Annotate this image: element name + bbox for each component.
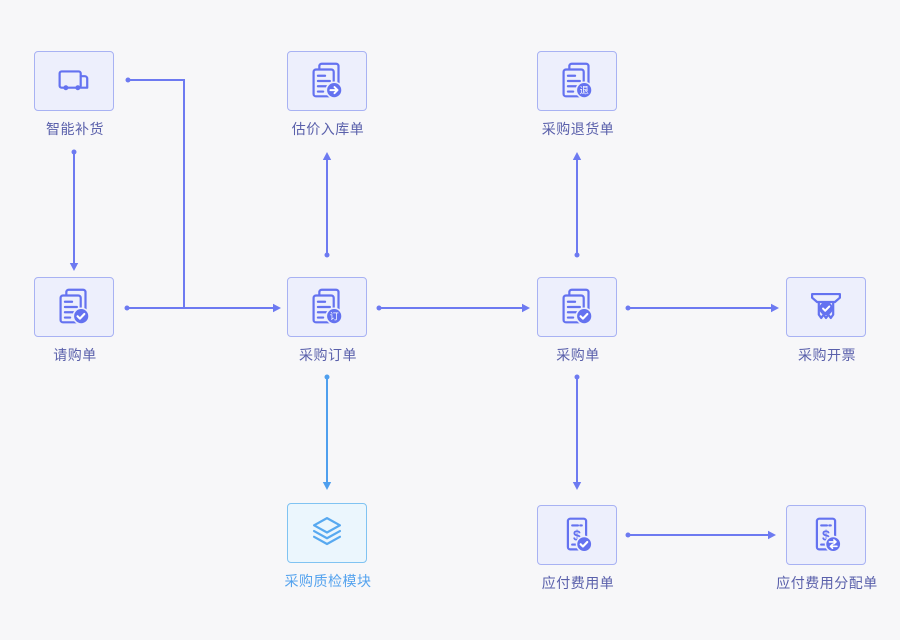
layers-icon bbox=[312, 517, 342, 546]
truck-icon bbox=[58, 70, 89, 91]
purchase-return-card[interactable]: 退 bbox=[537, 51, 617, 111]
node-label: 采购单 bbox=[556, 347, 600, 363]
node-label: 应付费用单 bbox=[541, 575, 615, 591]
node-label: 采购退货单 bbox=[541, 121, 615, 137]
edge-purchase-to-payable bbox=[572, 374, 582, 490]
purchase-order-card[interactable]: 订 bbox=[287, 277, 367, 337]
edge-purchase-to-invoicing bbox=[625, 303, 779, 313]
document-arrow-icon bbox=[312, 62, 343, 99]
invoice-ribbon-icon bbox=[811, 292, 841, 320]
document-return-icon: 退 bbox=[562, 62, 593, 99]
node-label: 估价入库单 bbox=[291, 121, 365, 137]
node-label: 采购开票 bbox=[798, 347, 856, 363]
check-badge-glyph bbox=[76, 312, 86, 320]
document-check-icon bbox=[562, 288, 593, 325]
check-badge-glyph bbox=[822, 305, 831, 312]
edge-purchase-to-return bbox=[572, 152, 582, 258]
bill-transfer-icon: $ bbox=[815, 517, 842, 553]
transfer-badge-glyph bbox=[828, 539, 838, 550]
bill-check-icon: $ bbox=[566, 517, 593, 553]
node-label: 采购质检模块 bbox=[284, 573, 372, 589]
dollar-glyph: $ bbox=[573, 528, 581, 544]
smart-replenishment-card[interactable] bbox=[34, 51, 114, 111]
node-purchase-request: 请购单 bbox=[34, 277, 116, 362]
edge-order-to-qc bbox=[322, 374, 332, 490]
node-estimated-inbound: 估价入库单 bbox=[287, 51, 369, 136]
node-label: 应付费用分配单 bbox=[776, 575, 878, 591]
qc-module-card[interactable] bbox=[287, 503, 367, 563]
node-purchase: 采购单 bbox=[537, 277, 619, 362]
node-label: 采购订单 bbox=[299, 347, 357, 363]
estimated-inbound-card[interactable] bbox=[287, 51, 367, 111]
purchase-card[interactable] bbox=[537, 277, 617, 337]
check-badge-glyph bbox=[579, 540, 589, 548]
badge-text: 订 bbox=[330, 311, 339, 321]
document-check-icon bbox=[59, 288, 90, 325]
edge-order-to-purchase bbox=[376, 303, 530, 313]
purchase-invoicing-card[interactable] bbox=[786, 277, 866, 337]
purchase-request-card[interactable] bbox=[34, 277, 114, 337]
edge-smart-to-order bbox=[125, 77, 185, 308]
edge-request-to-order bbox=[124, 303, 281, 313]
node-label: 请购单 bbox=[53, 347, 97, 363]
arrow-right-badge-glyph bbox=[329, 86, 339, 95]
node-label: 智能补货 bbox=[46, 121, 104, 137]
payable-allocation-card[interactable]: $ bbox=[786, 505, 866, 565]
node-purchase-order: 订 采购订单 bbox=[287, 277, 369, 362]
edge-order-to-inbound bbox=[322, 152, 332, 258]
node-payable-expense: $ 应付费用单 bbox=[537, 505, 619, 590]
payable-expense-card[interactable]: $ bbox=[537, 505, 617, 565]
node-purchase-invoicing: 采购开票 bbox=[786, 277, 868, 362]
dollar-glyph: $ bbox=[822, 528, 830, 544]
node-payable-allocation: $ 应付费用分配单 bbox=[776, 505, 877, 590]
node-smart-replenishment: 智能补货 bbox=[34, 51, 116, 136]
node-purchase-return: 退 采购退货单 bbox=[537, 51, 619, 136]
badge-text: 退 bbox=[580, 85, 589, 95]
node-qc-module: 采购质检模块 bbox=[285, 503, 371, 588]
edge-payable-to-allocation bbox=[625, 530, 776, 540]
edge-smart-to-request bbox=[69, 149, 79, 271]
document-order-icon: 订 bbox=[312, 288, 343, 325]
check-badge-glyph bbox=[579, 312, 589, 320]
